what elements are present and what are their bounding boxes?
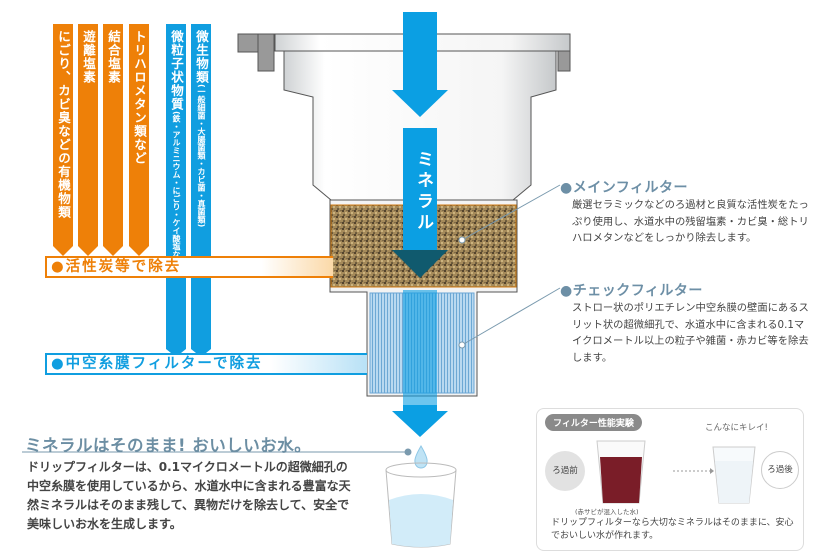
after-label: ろ過後 xyxy=(761,451,799,489)
body-text: ドリップフィルターは、0.1マイクロメートルの超微細孔の中空糸膜を使用しているか… xyxy=(27,460,351,531)
before-label: ろ過前 xyxy=(545,451,585,491)
main-filter-desc: ●メインフィルター 厳選セラミックなどのろ過材と良質な活性炭をたっぷり使用し、水… xyxy=(560,177,812,247)
label: 微粒子状物質 xyxy=(169,30,184,111)
removal-combined-chlorine: 結合塩素 xyxy=(103,24,123,256)
removal-organic: にごり、カビ臭などの有機物類 xyxy=(53,24,73,256)
removal-microbes: 微生物類(一般細菌・大腸菌類・カビ菌・真菌類) xyxy=(191,24,211,357)
check-filter-text: ストロー状のポリエチレン中空糸膜の壁面にあるスリット状の超微細孔で、水道水中に含… xyxy=(572,302,809,364)
label: 微生物類 xyxy=(194,30,209,84)
check-filter-title: ●チェックフィルター xyxy=(560,283,703,299)
glass-icon xyxy=(385,462,457,548)
clean-label: こんなにキレイ! xyxy=(705,423,768,433)
experiment-text: ドリップフィルターなら大切なミネラルはそのままに、安心でおいしい水が作れます。 xyxy=(551,518,794,541)
arrow-label-mineral: ミネラル xyxy=(413,150,433,234)
removal-free-chlorine: 遊離塩素 xyxy=(78,24,98,256)
banner-membrane-removal: ●中空糸膜フィルターで除去 xyxy=(45,353,367,375)
experiment-tag: フィルター性能実験 xyxy=(545,414,642,431)
main-filter-text: 厳選セラミックなどのろ過材と良質な活性炭をたっぷり使用し、水道水中の残留塩素・カ… xyxy=(572,199,809,244)
note: (一般細菌・大腸菌類・カビ菌・真菌類) xyxy=(197,84,206,228)
main-filter-title: ●メインフィルター xyxy=(560,180,689,196)
note: (鉄・アルミニウム・にごり・ケイ酸塩など) xyxy=(172,111,181,271)
before-caption: (赤サビが混入した水) xyxy=(575,508,639,516)
water-drop-icon xyxy=(414,445,428,469)
removal-particulates: 微粒子状物質(鉄・アルミニウム・にごり・ケイ酸塩など) xyxy=(166,24,186,357)
filter-experiment-panel: フィルター性能実験 ろ過前 ろ過後 こんなにキレイ! (赤サビが混入した水) ド… xyxy=(536,408,804,551)
leader-lines xyxy=(22,184,561,456)
removal-trihalomethane: トリハロメタン類など xyxy=(129,24,149,256)
flow-arrow xyxy=(392,12,448,437)
headline: ミネラルはそのまま! おいしいお水。 xyxy=(25,436,312,455)
check-filter-desc: ●チェックフィルター ストロー状のポリエチレン中空糸膜の壁面にあるスリット状の超… xyxy=(560,280,812,366)
banner-carbon-removal: ●活性炭等で除去 xyxy=(45,256,333,278)
glasses-illustration xyxy=(596,440,756,504)
